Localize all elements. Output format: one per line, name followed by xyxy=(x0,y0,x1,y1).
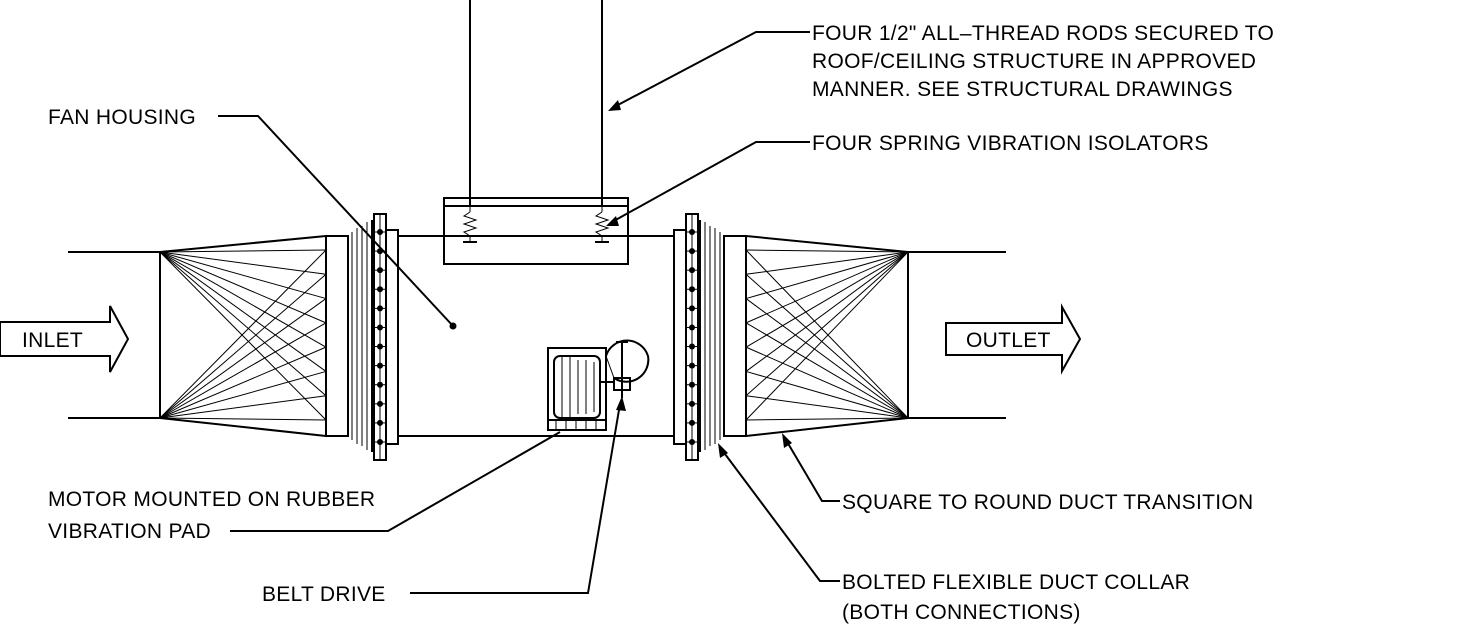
outlet-duct xyxy=(908,251,1006,419)
transition-fold-line xyxy=(159,346,327,419)
isolator-support-box xyxy=(443,197,629,265)
motor-label-line1: MOTOR MOUNTED ON RUBBER xyxy=(48,488,375,511)
rods-label-line2: ROOF/CEILING STRUCTURE IN APPROVED xyxy=(812,50,1256,73)
transition-fold-line xyxy=(745,273,909,419)
transition-fold-line xyxy=(159,249,327,419)
transition-fold-line xyxy=(745,322,909,419)
rubber-vibration-pad xyxy=(547,419,607,431)
transition-fold-line xyxy=(745,249,909,253)
transition-fold-line xyxy=(159,395,327,419)
outlet-label: OUTLET xyxy=(966,329,1051,352)
transition-fold-line xyxy=(159,251,327,324)
transition-fold-line xyxy=(159,251,327,300)
transition-fold-line xyxy=(745,251,909,397)
transition-fold-line xyxy=(745,251,909,300)
fan-housing-body xyxy=(398,235,674,437)
belt-drive xyxy=(605,339,650,398)
callout-belt-drive: BELT DRIVE xyxy=(262,396,626,606)
transition-fold-line xyxy=(745,251,909,372)
callout-motor: MOTOR MOUNTED ON RUBBER VIBRATION PAD xyxy=(48,431,561,543)
callout-fan-housing: FAN HOUSING xyxy=(48,106,454,327)
isolators-label: FOUR SPRING VIBRATION ISOLATORS xyxy=(812,132,1209,155)
callout-collar: BOLTED FLEXIBLE DUCT COLLAR (BOTH CONNEC… xyxy=(718,443,1190,624)
transition-fold-line xyxy=(745,251,909,421)
collar-label-line2: (BOTH CONNECTIONS) xyxy=(842,601,1081,624)
spring-isolator-right xyxy=(594,206,610,243)
rods-label-line1: FOUR 1/2" ALL–THREAD RODS SECURED TO xyxy=(812,22,1274,45)
transition-label: SQUARE TO ROUND DUCT TRANSITION xyxy=(842,491,1253,514)
transition-fold-line xyxy=(745,417,909,421)
transition-fold-line xyxy=(745,249,909,419)
transition-fold-line xyxy=(745,251,909,275)
transition-fold-line xyxy=(159,251,327,275)
fan-housing-label: FAN HOUSING xyxy=(48,106,196,129)
transition-fold-line xyxy=(745,298,909,419)
callout-transition: SQUARE TO ROUND DUCT TRANSITION xyxy=(782,433,1253,514)
callout-isolators: FOUR SPRING VIBRATION ISOLATORS xyxy=(606,132,1209,226)
spring-isolator-left xyxy=(462,206,478,243)
transition-fold-line xyxy=(159,249,327,253)
collar-label-line1: BOLTED FLEXIBLE DUCT COLLAR xyxy=(842,571,1190,594)
inlet-label: INLET xyxy=(22,329,83,352)
transition-fold-line xyxy=(159,417,327,421)
hanger-rods xyxy=(469,0,603,206)
transition-fold-line xyxy=(745,251,909,324)
inlet-transition xyxy=(159,235,327,437)
inlet-duct xyxy=(68,251,161,419)
transition-fold-line xyxy=(159,251,327,372)
belt-drive-label: BELT DRIVE xyxy=(262,583,386,606)
outlet-bolted-flange xyxy=(673,213,699,461)
outlet-flexible-collar xyxy=(699,220,747,452)
rods-label-line3: MANNER. SEE STRUCTURAL DRAWINGS xyxy=(812,78,1233,101)
transition-fold-line xyxy=(159,251,327,421)
inlet-bolted-flange xyxy=(373,213,399,461)
motor xyxy=(547,347,614,431)
transition-fold-line xyxy=(159,251,327,348)
transition-fold-line xyxy=(159,251,327,397)
transition-fold-line xyxy=(159,322,327,419)
inlet-flexible-collar xyxy=(325,220,373,452)
transition-fold-line xyxy=(159,370,327,419)
transition-fold-line xyxy=(159,273,327,419)
callout-rods: FOUR 1/2" ALL–THREAD RODS SECURED TO ROO… xyxy=(608,22,1274,111)
transition-fold-line xyxy=(745,370,909,419)
transition-fold-line xyxy=(745,346,909,419)
outlet-transition xyxy=(745,235,909,437)
transition-fold-line xyxy=(159,298,327,419)
motor-label-line2: VIBRATION PAD xyxy=(48,520,211,543)
transition-fold-line xyxy=(745,395,909,419)
inlet-arrow: INLET xyxy=(0,305,130,373)
outlet-arrow: OUTLET xyxy=(945,303,1082,375)
transition-fold-line xyxy=(745,251,909,348)
